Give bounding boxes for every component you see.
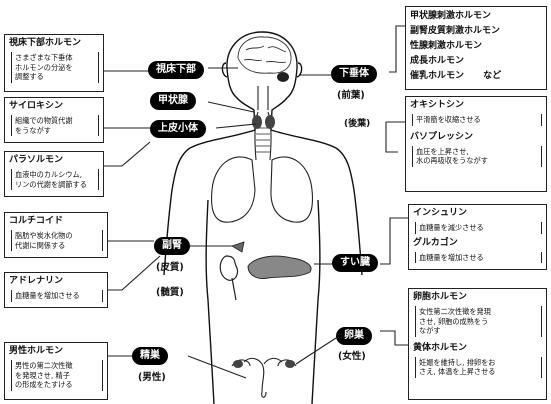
anterior-pituitary-item: 催乳ホルモン <box>410 71 464 81</box>
label-adrenal-cortex: (皮質) <box>156 259 184 273</box>
box-posterior-pituitary: オキシトシン 平滑筋を収縮させる バソプレッシン 血圧を上昇させ, 水の再吸収を… <box>405 96 547 192</box>
box-ovary-hormones: 卵胞ホルモン 女性第二次性徴を発現 させ, 卵胞の成熟をう ながす 黄体ホルモン… <box>408 288 547 400</box>
corticoid-desc: 脂肪や炭水化物の 代謝に関係する <box>11 230 103 251</box>
vasopressin-desc: 血圧を上昇させ, 水の再吸収をうながす <box>412 146 542 167</box>
box-male-hormone: 男性ホルモン 男性の第二次性徴 を発現させ, 精子 の形成をたすける <box>4 342 108 400</box>
glucagon-title: グルカゴン <box>413 238 542 249</box>
follicle-hormone-desc: 女性第二次性徴を発現 させ, 卵胞の成熟をう ながす <box>415 306 542 337</box>
label-hypothalamus: 視床下部 <box>148 61 204 79</box>
body-outline <box>164 32 362 404</box>
male-hormone-title: 男性ホルモン <box>9 346 103 357</box>
adrenal-glands <box>232 242 244 252</box>
label-pituitary-anterior: (前葉) <box>337 87 365 101</box>
anterior-pituitary-item: 成長ホルモン <box>410 56 542 67</box>
label-adrenal-medulla: (髄質) <box>156 284 184 298</box>
pituitary-gland <box>277 72 289 82</box>
hypothalamic-hormone-title: 視床下部ホルモン <box>9 38 99 49</box>
vasopressin-title: バソプレッシン <box>410 132 542 143</box>
label-pituitary: 下垂体 <box>331 65 377 83</box>
corticoid-title: コルチコイド <box>9 216 103 227</box>
box-adrenaline: アドレナリン 血糖量を増加させる <box>4 272 108 308</box>
kidneys <box>220 256 237 300</box>
box-parathormone: パラソルモン 血液中のカルシウム, リンの代謝を調節する <box>4 151 104 197</box>
adrenaline-title: アドレナリン <box>9 276 103 287</box>
label-adrenal: 副腎 <box>154 237 190 255</box>
male-hormone-desc: 男性の第二次性徴 を発現させ, 精子 の形成をたすける <box>11 360 103 391</box>
oxytocin-desc: 平滑筋を収縮させる <box>412 114 542 126</box>
label-pancreas: すい臓 <box>332 254 378 272</box>
insulin-title: インシュリン <box>413 208 542 219</box>
label-ovary-sub: (女性) <box>338 348 366 362</box>
label-thyroid: 甲状腺 <box>150 92 196 110</box>
box-thyroxine: サイロキシン 組織での物質代謝 をうながす <box>4 97 104 143</box>
box-corticoid: コルチコイド 脂肪や炭水化物の 代謝に関係する <box>4 212 108 258</box>
anterior-pituitary-item: 副腎皮質刺激ホルモン <box>410 26 542 37</box>
insulin-desc: 血糖量を減少させる <box>415 222 542 234</box>
thyroid-gland <box>252 115 275 129</box>
follicle-hormone-title: 卵胞ホルモン <box>413 292 542 303</box>
lungs <box>212 157 313 222</box>
parathormone-title: パラソルモン <box>9 155 99 166</box>
luteal-hormone-title: 黄体ホルモン <box>413 343 542 354</box>
anterior-pituitary-etc: など <box>483 71 501 81</box>
thyroxine-title: サイロキシン <box>9 101 99 112</box>
anterior-pituitary-item: 甲状腺刺激ホルモン <box>410 11 542 22</box>
parathormone-desc: 血液中のカルシウム, リンの代謝を調節する <box>11 169 99 190</box>
brain <box>238 37 291 73</box>
box-pancreas-hormones: インシュリン 血糖量を減少させる グルカゴン 血糖量を増加させる <box>408 204 547 270</box>
pancreas-organ <box>248 256 311 278</box>
hypothalamic-hormone-desc: さまざまな下垂体 ホルモンの分泌を 調整する <box>11 52 99 83</box>
label-parathyroid: 上皮小体 <box>150 120 206 138</box>
luteal-hormone-desc: 妊娠を維持し, 排卵をお さえ, 体温を上昇させる <box>415 357 542 378</box>
label-testis: 精巣 <box>132 347 168 365</box>
box-anterior-pituitary: 甲状腺刺激ホルモン 副腎皮質刺激ホルモン 性腺刺激ホルモン 成長ホルモン 催乳ホ… <box>405 6 547 90</box>
adrenaline-desc: 血糖量を増加させる <box>11 290 103 302</box>
oxytocin-title: オキシトシン <box>410 100 542 111</box>
anterior-pituitary-last-row: 催乳ホルモン など <box>410 71 542 82</box>
glucagon-desc: 血糖量を増加させる <box>415 252 542 264</box>
box-hypothalamic-hormone: 視床下部ホルモン さまざまな下垂体 ホルモンの分泌を 調整する <box>4 34 104 92</box>
thyroxine-desc: 組織での物質代謝 をうながす <box>11 115 99 136</box>
anterior-pituitary-item: 性腺刺激ホルモン <box>410 41 542 52</box>
label-testis-sub: (男性) <box>138 369 166 383</box>
label-ovary: 卵巣 <box>336 327 372 345</box>
label-pituitary-posterior: (後葉) <box>344 116 370 129</box>
